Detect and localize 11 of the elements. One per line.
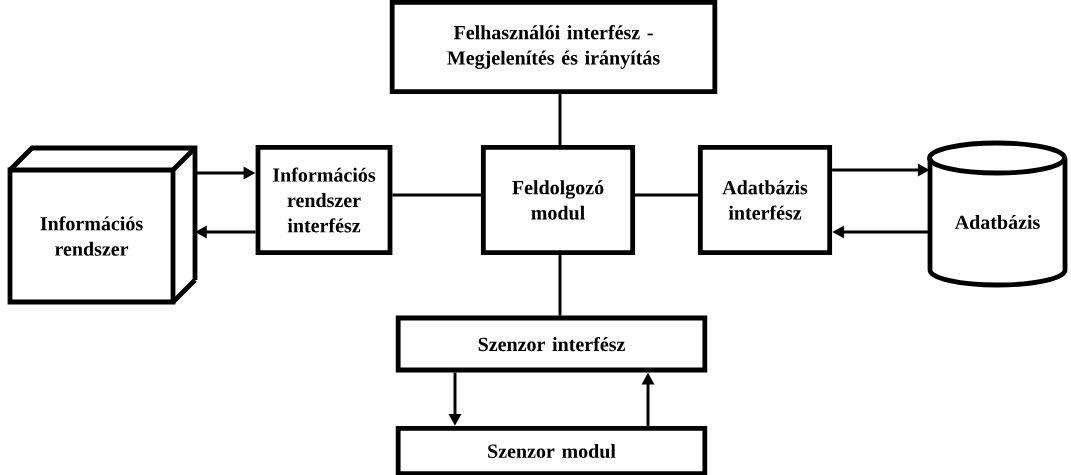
process-box: Feldolgozó modul — [480, 144, 636, 256]
process-box: Információs rendszer interfész — [255, 144, 393, 256]
connector-line — [558, 255, 562, 316]
connector-line — [392, 193, 481, 197]
process-box: Szenzor interfész — [395, 315, 708, 373]
connector-line — [635, 193, 698, 197]
process-box: Adatbázis interfész — [697, 144, 833, 256]
process-box: Szenzor modul — [395, 425, 708, 475]
connector-line — [558, 94, 562, 145]
node-label: Adatbázis — [954, 214, 1040, 230]
process-box: Felhasználói interfész - Megjelenítés és irányítás — [389, 0, 718, 95]
